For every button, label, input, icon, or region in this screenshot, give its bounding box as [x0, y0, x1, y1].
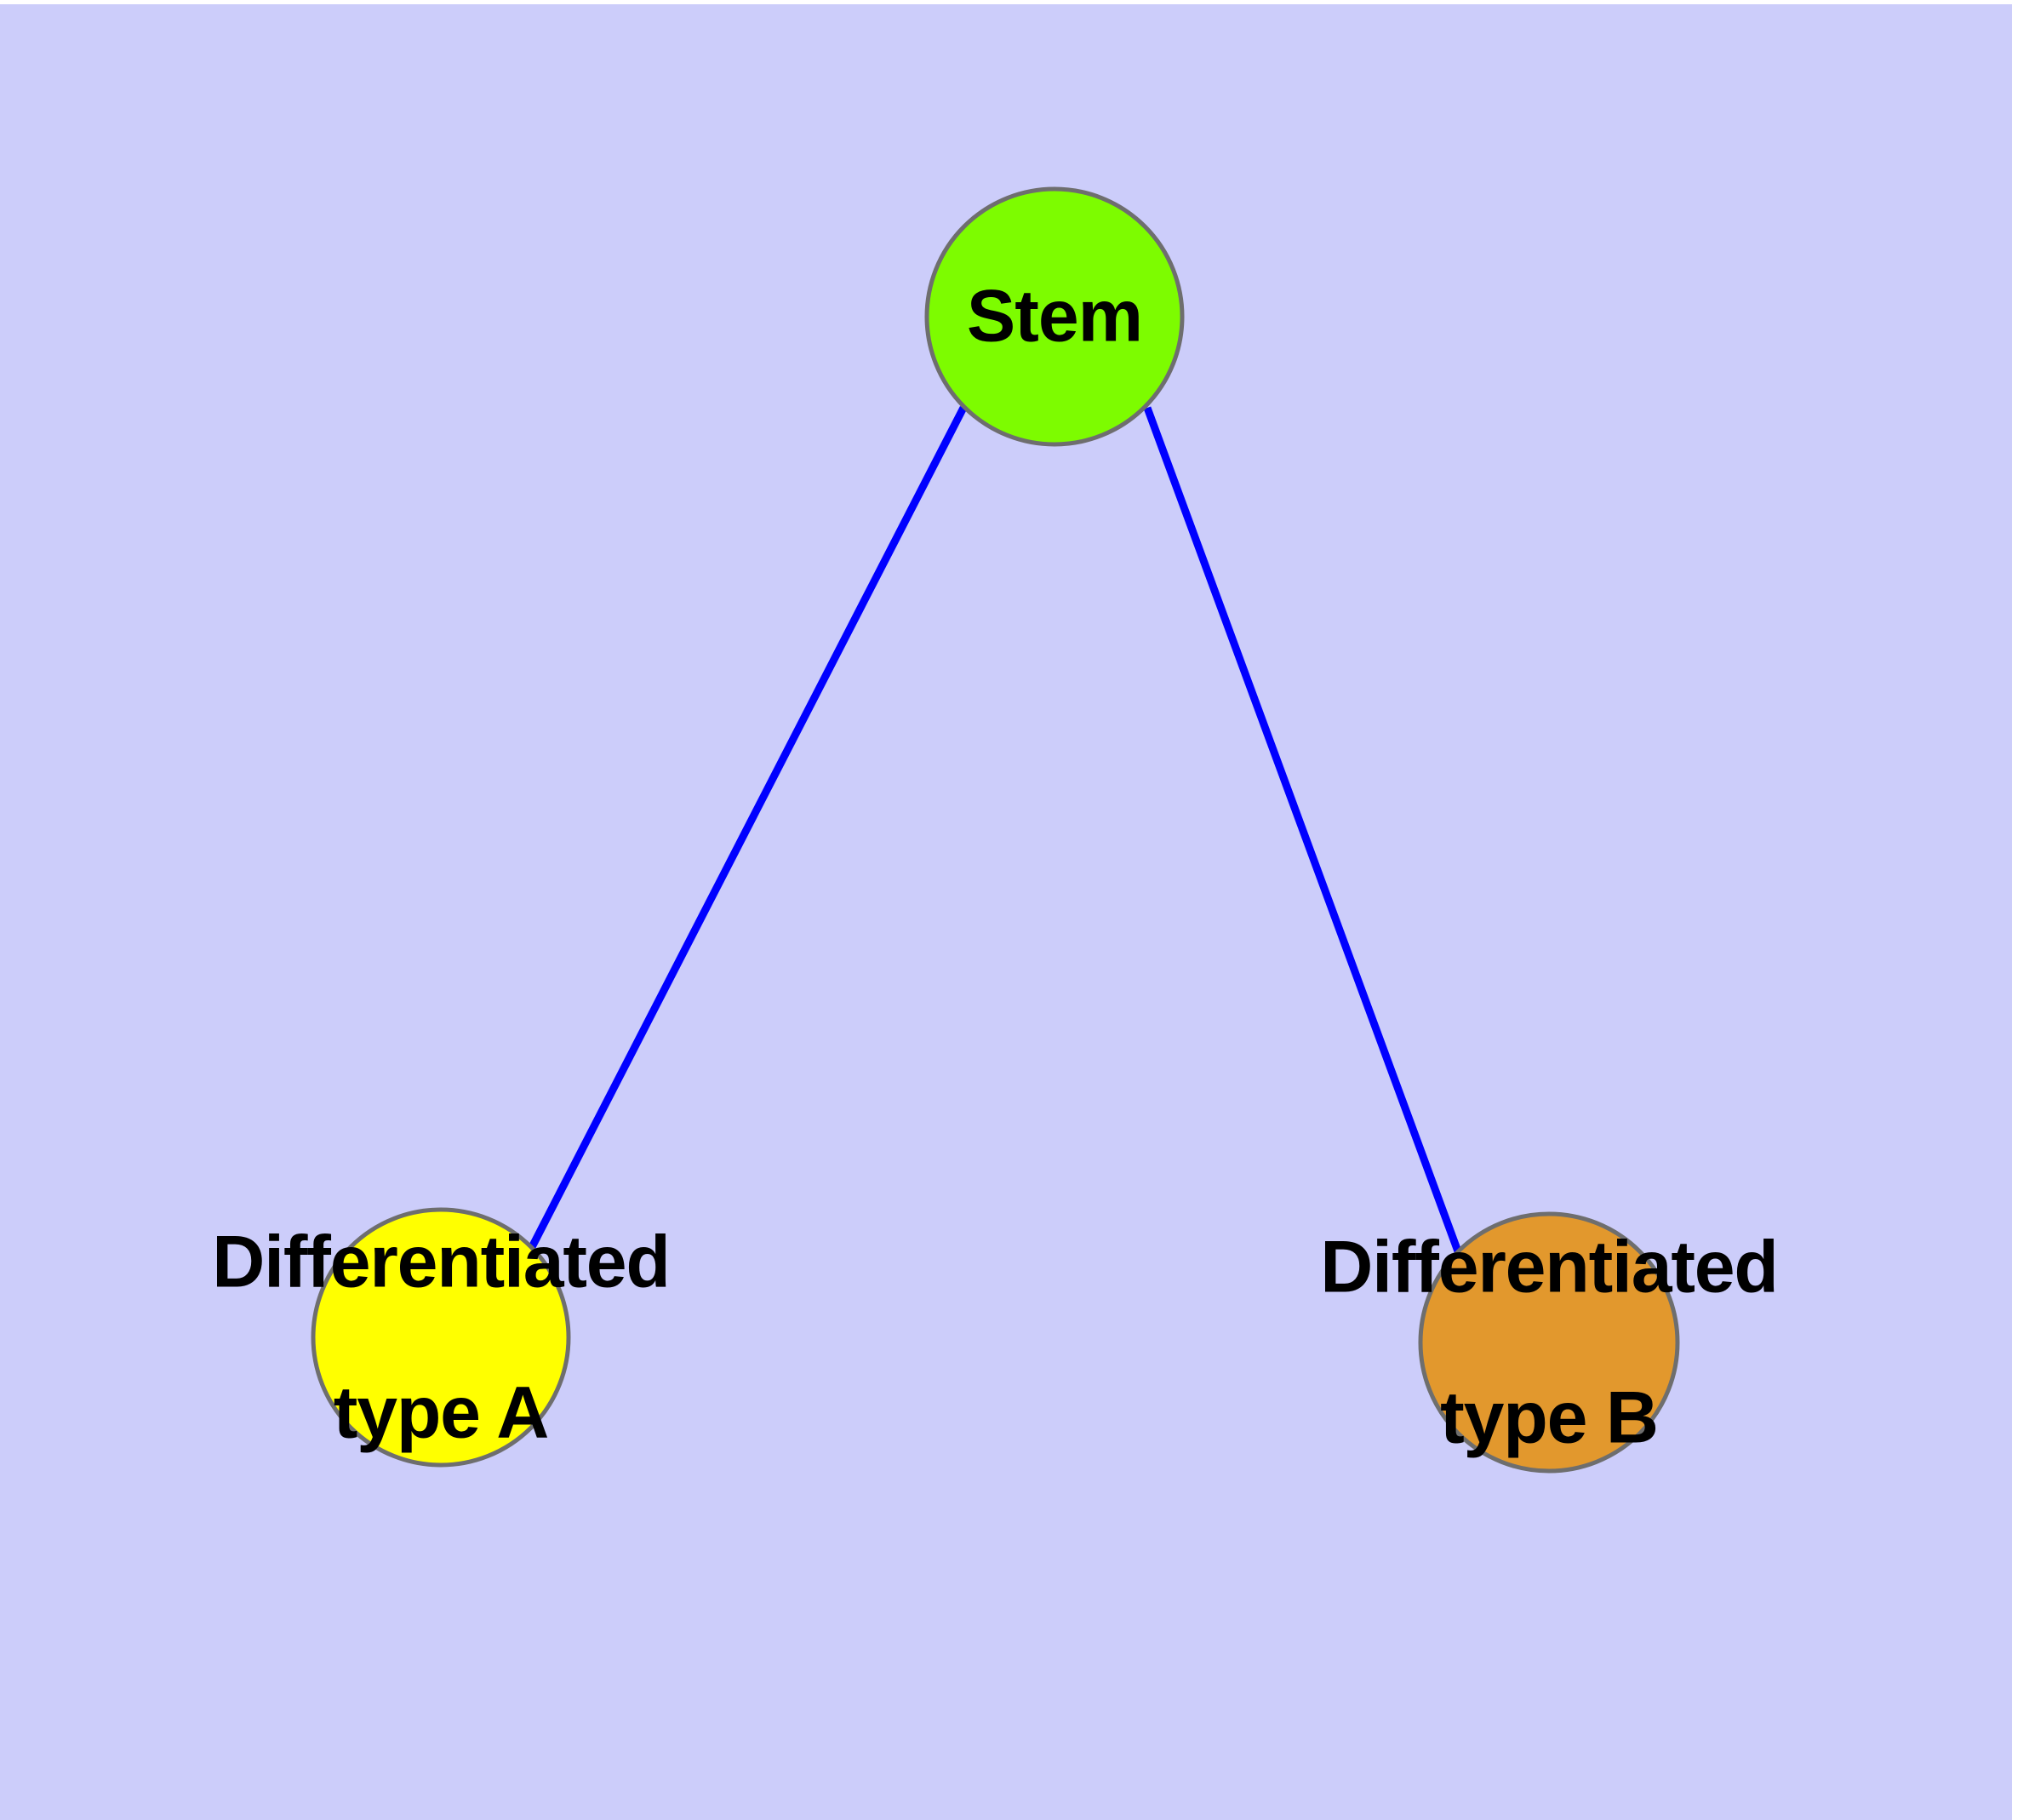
edge-stem-to-differentiated-type-b[interactable]: [1143, 406, 1462, 1253]
graph-svg: [311, 186, 1680, 1474]
graph-plot-area: Stem Differentiated type A Differentiate…: [0, 4, 2012, 1820]
edge-layer: [528, 405, 1462, 1253]
node-layer: [311, 186, 1680, 1474]
node-differentiated-type-a[interactable]: [311, 1207, 571, 1468]
node-differentiated-type-b[interactable]: [1418, 1211, 1680, 1474]
edge-stem-to-differentiated-type-a[interactable]: [528, 405, 968, 1250]
node-stem[interactable]: [924, 186, 1185, 447]
